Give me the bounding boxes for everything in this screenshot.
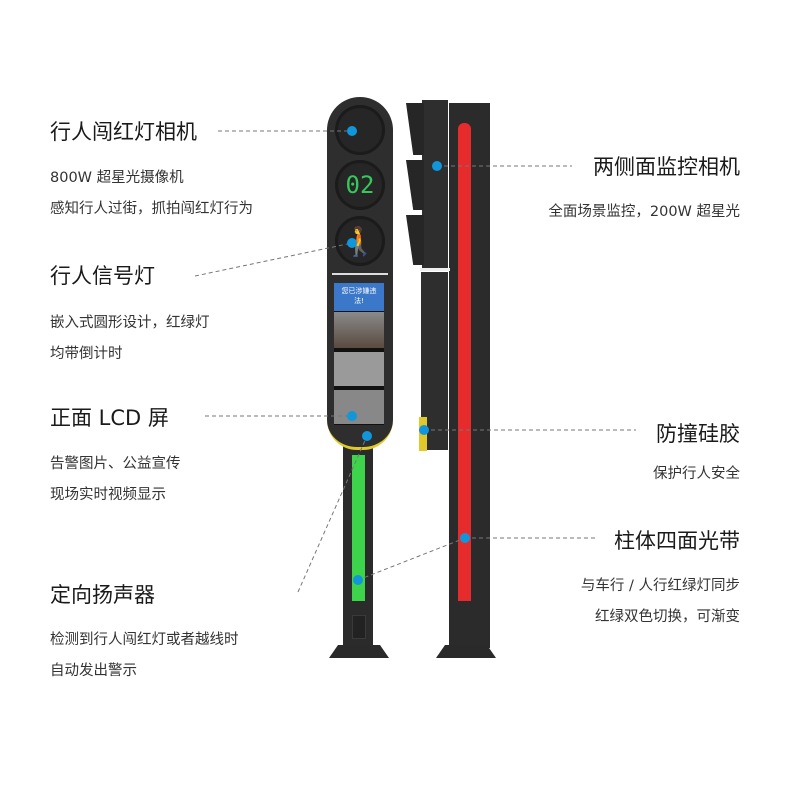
- label-speaker-title: 定向扬声器: [50, 583, 155, 607]
- lcd-street-image-2: [334, 390, 384, 424]
- leader-speaker: [297, 435, 368, 593]
- dot-green-strip: [353, 575, 363, 585]
- label-ped-signal-title: 行人信号灯: [50, 264, 155, 288]
- camera-lens: [335, 105, 385, 155]
- side-divider: [420, 268, 450, 271]
- label-camera-title: 行人闯红灯相机: [50, 120, 197, 144]
- label-camera-line2: 感知行人过街，抓拍闯红灯行为: [50, 201, 253, 217]
- head-divider: [332, 273, 388, 275]
- side-signal-head: [422, 100, 448, 268]
- dot-speaker: [362, 431, 372, 441]
- walking-person-icon: 🚶: [335, 216, 385, 266]
- lcd-warning-text: 您已涉嫌违法!: [341, 287, 377, 305]
- label-light-strip-line1: 与车行 / 人行红绿灯同步: [580, 578, 740, 594]
- label-side-camera-line1: 全面场景监控，200W 超星光: [548, 204, 740, 220]
- label-light-strip-title: 柱体四面光带: [614, 529, 740, 553]
- label-side-camera-title: 两侧面监控相机: [593, 155, 740, 179]
- green-light-strip: [352, 455, 365, 601]
- label-bumper-title: 防撞硅胶: [656, 422, 740, 446]
- dot-lcd: [347, 411, 357, 421]
- lcd-warning-banner: 您已涉嫌违法!: [334, 283, 384, 311]
- lcd-street-image-1: [334, 352, 384, 386]
- countdown-digits: 02: [345, 171, 375, 199]
- label-speaker-line2: 自动发出警示: [50, 663, 137, 679]
- label-light-strip-line2: 红绿双色切换，可渐变: [595, 609, 740, 625]
- label-lcd-title: 正面 LCD 屏: [50, 406, 169, 430]
- front-pole-hatch: [352, 615, 366, 639]
- leader-strip-link: [357, 537, 466, 581]
- label-camera-line1: 800W 超星光摄像机: [50, 170, 184, 186]
- leader-ped-signal: [194, 242, 353, 277]
- dot-camera: [347, 126, 357, 136]
- label-ped-signal-line1: 嵌入式圆形设计，红绿灯: [50, 315, 210, 331]
- dot-side-camera: [432, 161, 442, 171]
- label-lcd-line1: 告警图片、公益宣传: [50, 456, 181, 472]
- label-bumper-line1: 保护行人安全: [653, 466, 740, 482]
- red-light-strip: [458, 123, 471, 601]
- lcd-screen: 您已涉嫌违法!: [334, 283, 384, 425]
- side-base: [436, 645, 496, 658]
- label-speaker-line1: 检测到行人闯红灯或者越线时: [50, 632, 239, 648]
- countdown-lamp: 02: [335, 160, 385, 210]
- label-lcd-line2: 现场实时视频显示: [50, 487, 166, 503]
- lcd-face-image: [334, 312, 384, 348]
- dot-ped-signal: [347, 238, 357, 248]
- dot-red-strip: [460, 533, 470, 543]
- dot-bumper: [419, 425, 429, 435]
- front-base: [329, 645, 389, 658]
- label-ped-signal-line2: 均带倒计时: [50, 346, 123, 362]
